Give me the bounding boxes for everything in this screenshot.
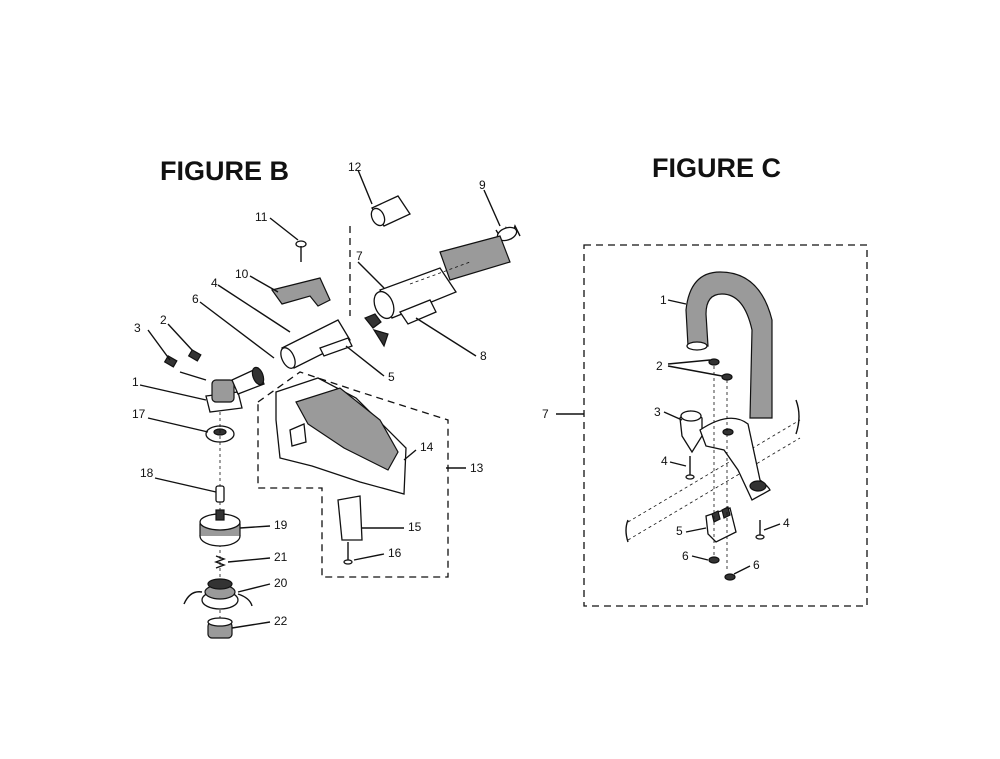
part-c2-screws bbox=[708, 358, 733, 381]
label-4: 4 bbox=[211, 276, 218, 290]
part-19-hub bbox=[199, 509, 241, 547]
part-c5-clamp bbox=[705, 506, 737, 543]
figure-c-assembly-box bbox=[583, 244, 868, 607]
label-8: 8 bbox=[480, 349, 487, 363]
label-c3: 3 bbox=[654, 405, 661, 419]
label-3: 3 bbox=[134, 321, 141, 335]
label-c6-left: 6 bbox=[682, 549, 689, 563]
label-c5: 5 bbox=[676, 524, 683, 538]
part-4-drive-shaft bbox=[280, 319, 351, 369]
part-15-bracket bbox=[337, 495, 363, 541]
label-11: 11 bbox=[255, 210, 268, 224]
label-21: 21 bbox=[274, 550, 288, 564]
label-10: 10 bbox=[235, 267, 249, 281]
label-15: 15 bbox=[408, 520, 422, 534]
label-7: 7 bbox=[356, 249, 363, 263]
part-5-insert bbox=[319, 337, 353, 357]
figure-c-shaft-lines bbox=[625, 399, 801, 543]
part-12-coupler bbox=[370, 195, 411, 227]
part-16-screw bbox=[343, 542, 353, 565]
part-10-clamp bbox=[270, 277, 331, 307]
label-c4-right: 4 bbox=[783, 516, 790, 530]
label-6: 6 bbox=[192, 292, 199, 306]
alignment-line-7-9 bbox=[409, 261, 471, 285]
figure-b: FIGURE B bbox=[132, 156, 521, 639]
label-c1: 1 bbox=[660, 293, 667, 307]
part-c4-bolt-right bbox=[755, 520, 765, 540]
figure-b-leaders bbox=[139, 169, 501, 629]
figure-b-title: FIGURE B bbox=[160, 156, 289, 186]
part-c3-bracket bbox=[679, 410, 771, 501]
label-17: 17 bbox=[132, 407, 146, 421]
label-12: 12 bbox=[348, 160, 362, 174]
part-22-bump-knob bbox=[207, 617, 233, 639]
label-c2: 2 bbox=[656, 359, 663, 373]
figure-c-title: FIGURE C bbox=[652, 153, 781, 183]
figure-c-guides bbox=[713, 366, 728, 572]
label-13: 13 bbox=[470, 461, 484, 475]
label-9: 9 bbox=[479, 178, 486, 192]
part-11-screw bbox=[295, 240, 307, 262]
part-c4-bolt-left bbox=[685, 456, 695, 480]
part-2-screw bbox=[187, 349, 202, 362]
part-c6-nut-right bbox=[724, 573, 736, 581]
part-3-screw bbox=[163, 355, 178, 368]
part-17-bearing bbox=[205, 425, 235, 443]
part-c1-loop-handle bbox=[685, 271, 773, 419]
label-5: 5 bbox=[388, 370, 395, 384]
part-18-arbor bbox=[215, 485, 225, 503]
label-19: 19 bbox=[274, 518, 288, 532]
figure-c-leaders bbox=[556, 299, 781, 575]
label-18: 18 bbox=[140, 466, 154, 480]
part-20-spool bbox=[183, 578, 253, 610]
part-8-clip bbox=[399, 299, 437, 325]
label-16: 16 bbox=[388, 546, 402, 560]
figure-c: FIGURE C bbox=[542, 153, 868, 607]
part-c6-nut-left bbox=[708, 556, 720, 564]
label-1: 1 bbox=[132, 375, 139, 389]
label-c4-left: 4 bbox=[661, 454, 668, 468]
part-7-shaft bbox=[364, 235, 511, 348]
label-22: 22 bbox=[274, 614, 288, 628]
part-1-gearbox bbox=[205, 366, 265, 413]
label-20: 20 bbox=[274, 576, 288, 590]
part-14-guard bbox=[275, 377, 407, 495]
label-c6-right: 6 bbox=[753, 558, 760, 572]
label-14: 14 bbox=[420, 440, 434, 454]
part-21-spring bbox=[214, 555, 226, 569]
label-c7: 7 bbox=[542, 407, 549, 421]
label-2: 2 bbox=[160, 313, 167, 327]
